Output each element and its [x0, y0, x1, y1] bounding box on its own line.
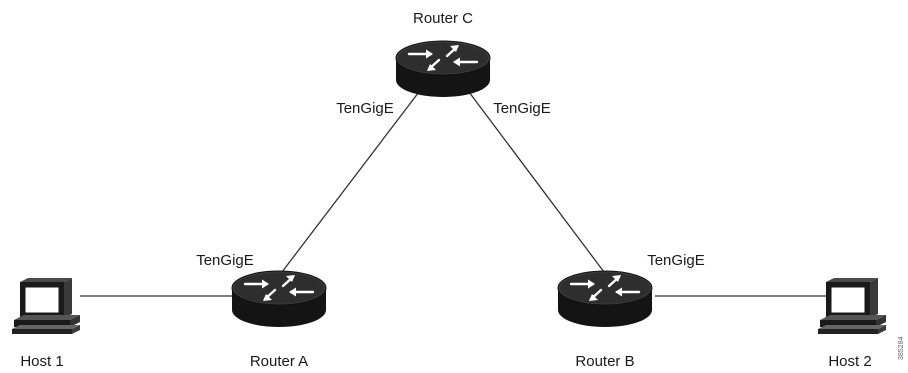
interface-label-router-b-right: TenGigE: [647, 252, 705, 269]
router-a-label: Router A: [250, 353, 308, 370]
interface-label-router-a-top: TenGigE: [196, 252, 254, 269]
router-c: Router C: [394, 10, 492, 99]
router-icon: [556, 269, 654, 329]
router-a: Router A: [230, 269, 328, 370]
router-icon: [230, 269, 328, 329]
interface-label-router-c-right: TenGigE: [493, 100, 551, 117]
router-b: Router B: [556, 269, 654, 370]
host-2: Host 2: [817, 277, 887, 370]
host-2-label: Host 2: [828, 353, 871, 370]
router-b-label: Router B: [575, 353, 634, 370]
link-router-c-router-a: [281, 83, 426, 273]
host-1: Host 1: [11, 277, 81, 370]
computer-icon: [11, 277, 81, 335]
router-c-label: Router C: [413, 10, 473, 27]
computer-icon: [817, 277, 887, 335]
figure-id: 385284: [898, 337, 905, 360]
router-icon: [394, 39, 492, 99]
host-1-label: Host 1: [20, 353, 63, 370]
link-router-c-router-b: [462, 83, 605, 273]
interface-label-router-c-left: TenGigE: [336, 100, 394, 117]
